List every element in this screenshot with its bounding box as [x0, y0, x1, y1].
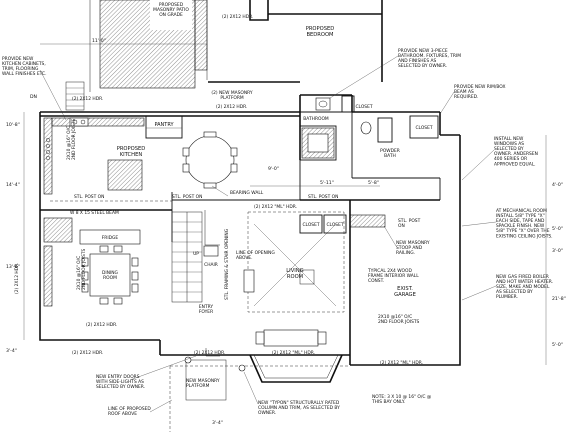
kitchen-joists: 2X10 @16" O/C2ND FLOOR JOISTS — [66, 118, 77, 160]
dining-area — [43, 217, 141, 307]
dimension-lines: 11'-0" 9'-0" 5'-11" 5'-8" 14'-4" 13'-6" … — [6, 38, 566, 426]
dim-2: 9'-0" — [268, 166, 279, 172]
rear-stairs — [65, 81, 85, 111]
room-chair: CHAIR — [204, 262, 218, 268]
header-1: (2) 2X12 HDR. — [72, 96, 103, 102]
pantry — [145, 115, 183, 139]
note-stl-post-c: STL. POST ON — [308, 194, 338, 200]
room-closet-a: CLOSET — [355, 104, 372, 110]
header-labels: (2) 2X12 HDR. (2) 2X12 HDR. (2) 2X12 HDR… — [14, 14, 423, 366]
dim-9: 4'-0" — [552, 182, 563, 188]
bathroom-wing — [299, 95, 439, 161]
note-bearing-wall: BEARING WALL — [230, 190, 264, 196]
dining-joists: 2X10 @16" O/C2ND FLOOR JOISTS — [76, 248, 87, 290]
living-room — [243, 211, 345, 347]
bedroom-wing — [208, 0, 383, 83]
header-9: (2) 2X12 "ML" HDR. — [380, 360, 423, 366]
main-stair — [171, 210, 220, 303]
dim-11: 10'-8" — [6, 122, 20, 128]
note-bay: NOTE: 3 X 10 @ 16" O/C @THIS BAY ONLY. — [371, 394, 432, 405]
header-5: (2) 2X12 HDR. — [86, 322, 117, 328]
note-stl-post-a: STL. POST ON — [74, 194, 104, 200]
foyer-joists: STL. FRAMING & STAIR OPENING — [224, 228, 230, 300]
note-stl-post-b: STL. POST ON — [172, 194, 202, 200]
header-4: (2) 2X12 HDR. — [14, 263, 20, 294]
dim-5: 14'-4" — [6, 182, 20, 188]
room-closet-d: CLOSET — [326, 222, 343, 228]
header-2: (2) 2X12 HDR. — [222, 14, 253, 20]
room-pantry: PANTRY — [154, 122, 174, 128]
dim-1: 11'-0" — [92, 38, 106, 44]
room-exist-garage: EXIST.GARAGE — [394, 286, 416, 298]
closets-garage — [299, 214, 386, 234]
note-steel-beam: W 8 X 15 STEEL BEAM — [70, 210, 119, 216]
room-fridge: FRIDGE — [102, 235, 119, 241]
header-10: (2) 2X12 "ML" HDR. — [272, 350, 315, 356]
dim-13: 3'-4" — [6, 348, 17, 354]
dim-8: 3'-0" — [552, 248, 563, 254]
kitchen-counters — [43, 117, 145, 195]
header-6: (2) 2X12 HDR. — [194, 350, 225, 356]
header-3: (2) 2X12 HDR. — [216, 104, 247, 110]
dim-7: 5'-0" — [552, 226, 563, 232]
header-7: (2) 2X12 HDR. — [72, 350, 103, 356]
header-8: (2) 2X12 "ML" HDR. — [254, 204, 297, 210]
dim-4: 5'-8" — [368, 180, 379, 186]
leader-lines — [39, 55, 497, 413]
dim-10: 21'-8" — [552, 296, 566, 302]
dim-14: 3'-4" — [212, 420, 223, 426]
dim-6: 13'-6" — [6, 264, 20, 270]
dim-12: 5'-0" — [552, 342, 563, 348]
room-bathroom: BATHROOM — [303, 116, 329, 122]
stair-up: UP — [193, 251, 199, 257]
breakfast-table — [182, 131, 238, 189]
room-closet-c: CLOSET — [302, 222, 319, 228]
dim-3: 5'-11" — [320, 180, 334, 186]
room-closet-b: CLOSET — [415, 125, 432, 131]
interior-walls — [40, 112, 441, 242]
front-bay — [169, 348, 350, 432]
dim-15: DN — [30, 94, 37, 100]
